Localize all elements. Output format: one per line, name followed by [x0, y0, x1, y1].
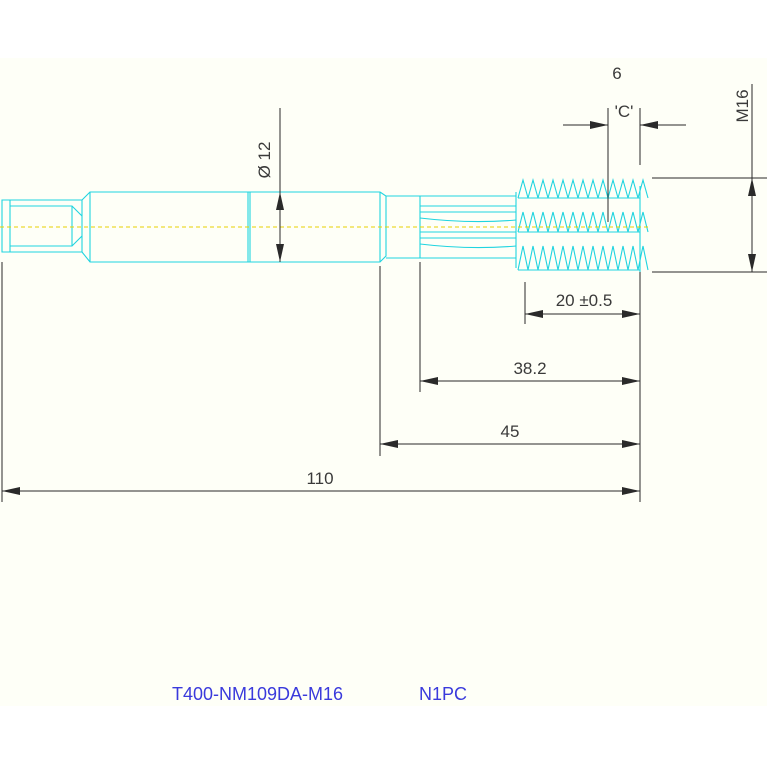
diameter-dimension: Ø 12 [255, 108, 284, 262]
chamfer-dimension: 6 'C' [563, 64, 686, 222]
square-drive [1, 199, 83, 253]
part-number: T400-NM109DA-M16 [172, 684, 343, 704]
flutes [419, 205, 517, 249]
thread-size-dimension: M16 [652, 84, 767, 273]
thread-teeth-row [517, 211, 649, 233]
thread-teeth-row [517, 245, 649, 271]
overall-length-dimension: 110 [2, 469, 640, 495]
overall-length-label: 110 [306, 469, 333, 488]
tap-outline [1, 177, 649, 272]
thread-section [515, 177, 649, 272]
flute-length-dimension: 38.2 [420, 359, 640, 385]
neck-length-dimension: 45 [380, 422, 640, 448]
chamfer-c-label: 'C' [615, 102, 634, 121]
thread-length-label: 20 ±0.5 [556, 291, 613, 310]
part-variant: N1PC [419, 684, 467, 704]
drawing-sheet [0, 58, 767, 706]
thread-size-label: M16 [733, 89, 752, 122]
flute-length-label: 38.2 [513, 359, 546, 378]
thread-length-dimension: 20 ±0.5 [525, 291, 640, 318]
diameter-label: Ø 12 [255, 142, 274, 179]
neck-length-label: 45 [501, 422, 520, 441]
thread-teeth-row [517, 177, 649, 199]
chamfer-length-label: 6 [612, 64, 621, 83]
shank [81, 191, 387, 263]
